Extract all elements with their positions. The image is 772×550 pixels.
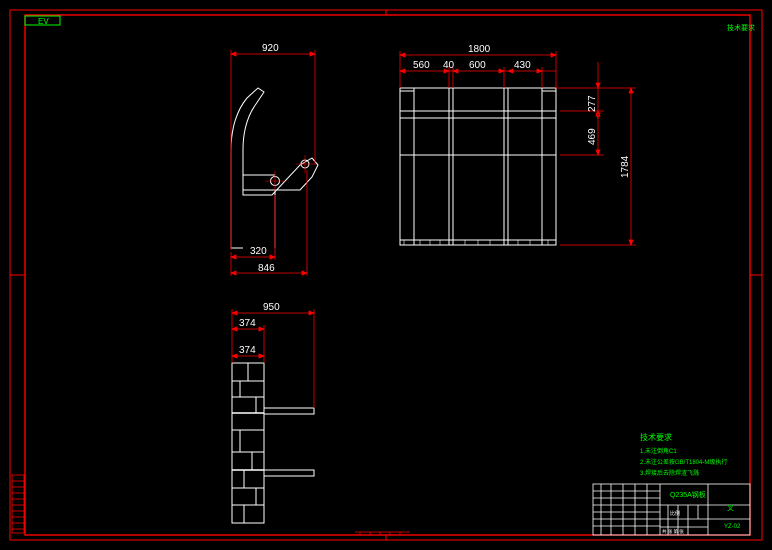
title-material: Q235A钢板 bbox=[670, 490, 706, 499]
technical-notes: 技术要求 1.未注倒角C1 2.未注公差按GB/T1804-M级执行 3.焊接后… bbox=[640, 432, 727, 477]
revision-table bbox=[11, 474, 25, 534]
bottom-grid-ticks bbox=[355, 531, 410, 536]
front-dim-seg-1: 560 bbox=[413, 60, 430, 71]
side-view: 920 320 846 bbox=[229, 43, 319, 276]
sheet-code-box: EV bbox=[24, 15, 61, 26]
front-view-dimensions bbox=[398, 51, 636, 247]
front-view-geometry bbox=[399, 87, 557, 246]
sheet-code: EV bbox=[38, 17, 49, 26]
front-dim-seg-4: 430 bbox=[514, 60, 531, 71]
stamp-text: 技术要求 bbox=[727, 23, 755, 32]
top-view-dimensions bbox=[230, 309, 316, 408]
front-view: 1800 560 40 600 430 277 469 1784 bbox=[398, 44, 636, 247]
side-dim-base: 846 bbox=[258, 263, 275, 274]
notes-item-1: 1.未注倒角C1 bbox=[640, 447, 677, 455]
title-sheet-label: 共 张 第 张 bbox=[662, 528, 684, 535]
top-dim-offset-1: 374 bbox=[239, 318, 256, 329]
title-scale-label: 比例 bbox=[670, 510, 680, 517]
notes-heading: 技术要求 bbox=[640, 432, 672, 442]
top-view: 950 374 374 bbox=[230, 302, 316, 524]
title-block-grid bbox=[592, 483, 751, 536]
top-dim-width: 950 bbox=[263, 302, 280, 313]
front-view-hatch bbox=[403, 240, 549, 245]
side-view-centerlines bbox=[265, 155, 314, 191]
front-dim-seg-3: 600 bbox=[469, 60, 486, 71]
front-dim-height-2: 469 bbox=[587, 128, 598, 145]
notes-item-2: 2.未注公差按GB/T1804-M级执行 bbox=[640, 458, 727, 466]
front-dim-seg-2: 40 bbox=[443, 60, 455, 71]
side-dim-pin-offset: 320 bbox=[250, 246, 267, 257]
notes-item-3: 3.焊接后去除焊渣飞溅 bbox=[640, 469, 699, 477]
title-part-name: 叉 bbox=[727, 504, 734, 512]
front-dim-total: 1800 bbox=[468, 44, 491, 55]
title-block: Q235A钢板 叉 YZ-02 比例 共 张 第 张 bbox=[592, 483, 751, 536]
front-dim-height-total: 1784 bbox=[620, 155, 631, 178]
side-dim-width: 920 bbox=[262, 43, 279, 54]
title-drawing-no: YZ-02 bbox=[724, 524, 741, 530]
front-dim-height-1: 277 bbox=[587, 95, 598, 112]
top-view-geometry bbox=[231, 362, 315, 524]
top-dim-offset-2: 374 bbox=[239, 345, 256, 356]
side-view-dimensions bbox=[229, 50, 317, 276]
